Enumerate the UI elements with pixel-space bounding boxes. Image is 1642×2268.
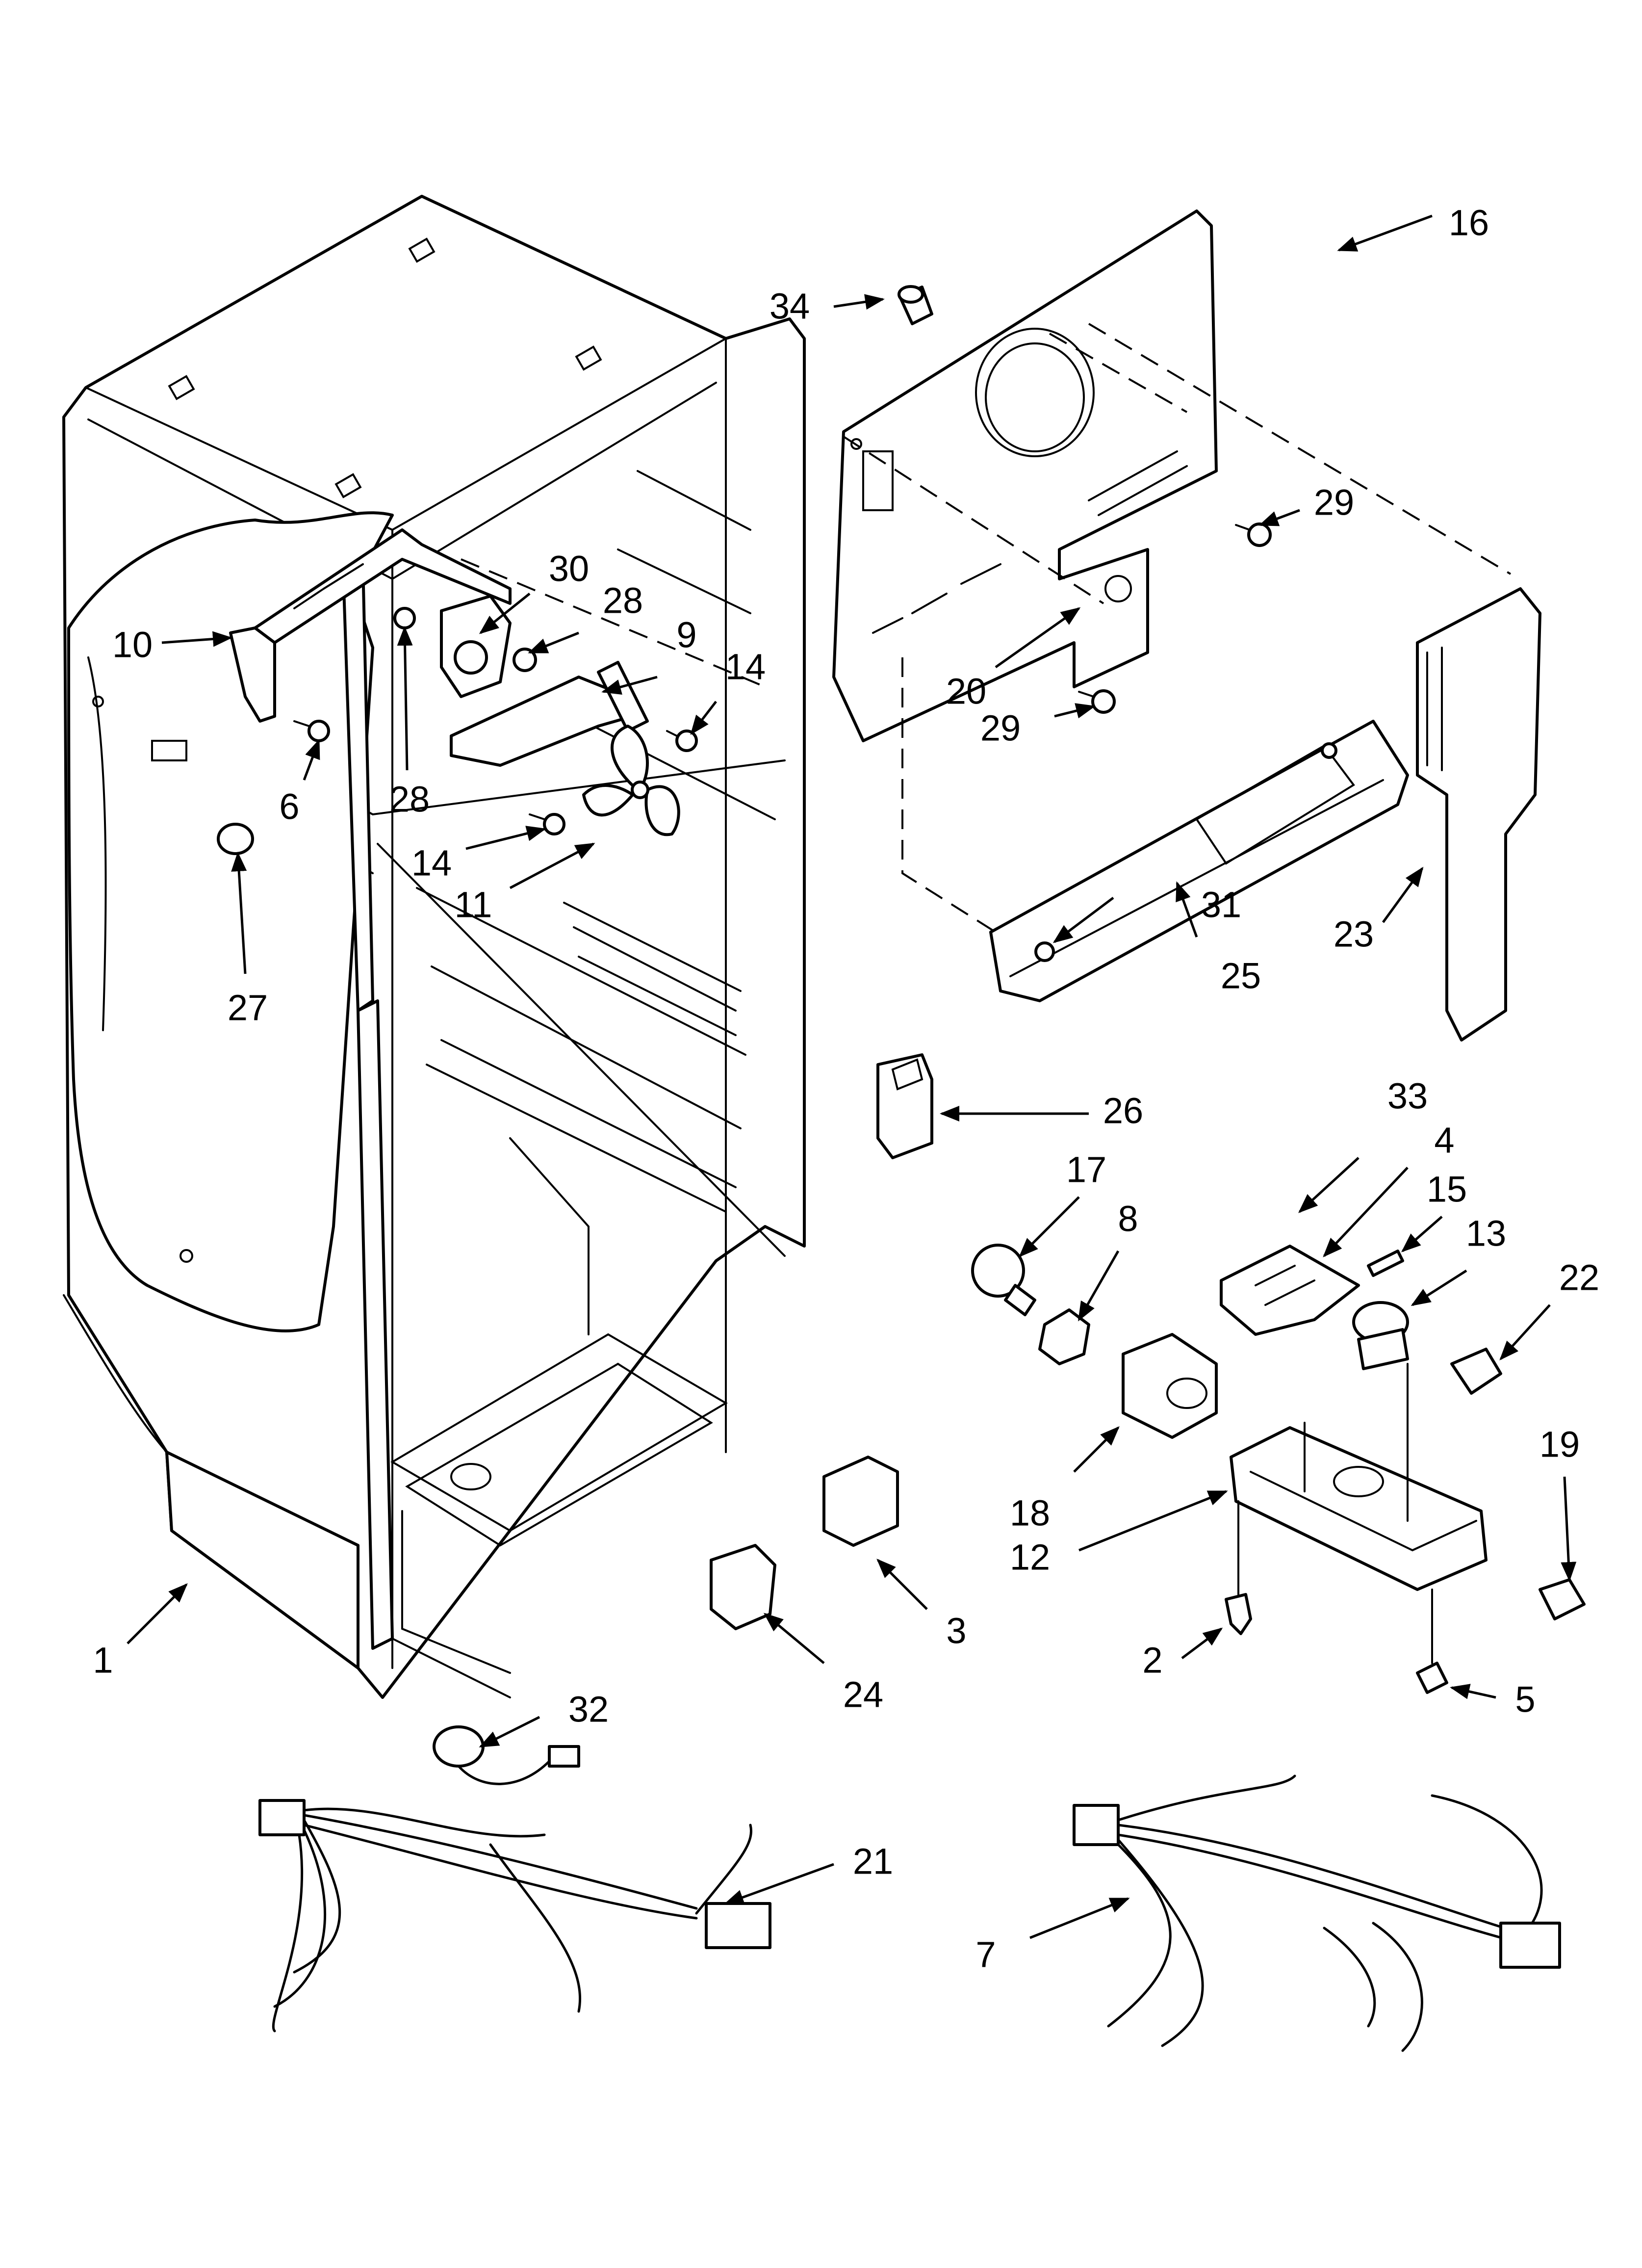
duct-bracket (229, 528, 512, 723)
control-board (1220, 1245, 1360, 1336)
callout-8: 8 (1118, 1199, 1138, 1239)
callout-22: 22 (1559, 1257, 1599, 1298)
callout-15: 15 (1427, 1169, 1467, 1210)
wire-harness-right (1073, 1774, 1561, 2052)
callout-13: 13 (1466, 1213, 1506, 1254)
light-bulb (971, 1244, 1036, 1316)
callout-29b: 29 (980, 708, 1021, 749)
callout-5: 5 (1515, 1679, 1535, 1720)
light-housing (876, 1053, 933, 1159)
callout-27: 27 (228, 988, 268, 1028)
duct-cover (989, 720, 1409, 1002)
callout-2: 2 (1142, 1640, 1162, 1681)
tube (1367, 1250, 1404, 1277)
callout-28a: 28 (603, 580, 643, 621)
callout-25: 25 (1221, 956, 1261, 996)
light-shield (1122, 1333, 1218, 1439)
callout-31: 31 (1201, 885, 1241, 925)
callout-1: 1 (93, 1640, 113, 1681)
connector-3 (822, 1456, 899, 1547)
callout-21: 21 (853, 1841, 893, 1882)
control-housing (1230, 1363, 1488, 1591)
callout-20: 20 (946, 671, 986, 712)
leader-lines (127, 214, 1577, 1939)
lamp-socket (1038, 1308, 1090, 1365)
cabinet-liner (62, 195, 806, 1699)
callout-28b: 28 (389, 779, 430, 820)
callout-19: 19 (1539, 1424, 1580, 1465)
callout-14b: 14 (411, 843, 452, 884)
callout-14a: 14 (725, 647, 766, 687)
callout-34: 34 (770, 286, 810, 327)
callout-6: 6 (279, 786, 299, 827)
mounting-clip (1225, 1593, 1252, 1635)
callout-24: 24 (843, 1674, 883, 1715)
callout-7: 7 (975, 1934, 996, 1975)
callout-11: 11 (455, 885, 492, 925)
assembly-lines (461, 323, 1512, 933)
air-duct (1416, 587, 1541, 1042)
evaporator-cover (832, 209, 1218, 742)
grommet (898, 285, 933, 325)
housing-screw (1416, 1662, 1448, 1694)
fan-motor (393, 595, 649, 767)
callout-16: 16 (1449, 203, 1489, 243)
callout-32: 32 (568, 1689, 609, 1730)
callout-9: 9 (676, 615, 696, 655)
callout-23: 23 (1334, 914, 1374, 955)
callout-30: 30 (549, 548, 589, 589)
callout-17: 17 (1066, 1149, 1106, 1190)
callout-33: 33 (1387, 1076, 1428, 1117)
callout-26: 26 (1103, 1091, 1143, 1131)
fan-blade (582, 725, 680, 836)
screws-left (217, 720, 698, 855)
control-knob (1450, 1348, 1502, 1395)
callout-12: 12 (1010, 1537, 1050, 1578)
callout-10: 10 (112, 625, 153, 665)
callout-4: 4 (1434, 1120, 1454, 1161)
callout-29a: 29 (1314, 482, 1354, 523)
wire-connector (1539, 1578, 1586, 1620)
callout-18: 18 (1010, 1493, 1050, 1534)
wire-harness-left (258, 1725, 771, 2033)
callout-3: 3 (946, 1611, 966, 1651)
callout-numbers: 1 2 3 4 5 6 7 8 9 10 11 12 13 14 14 15 1… (93, 203, 1599, 1975)
connector-24 (710, 1544, 776, 1630)
thermostat (1352, 1301, 1409, 1370)
